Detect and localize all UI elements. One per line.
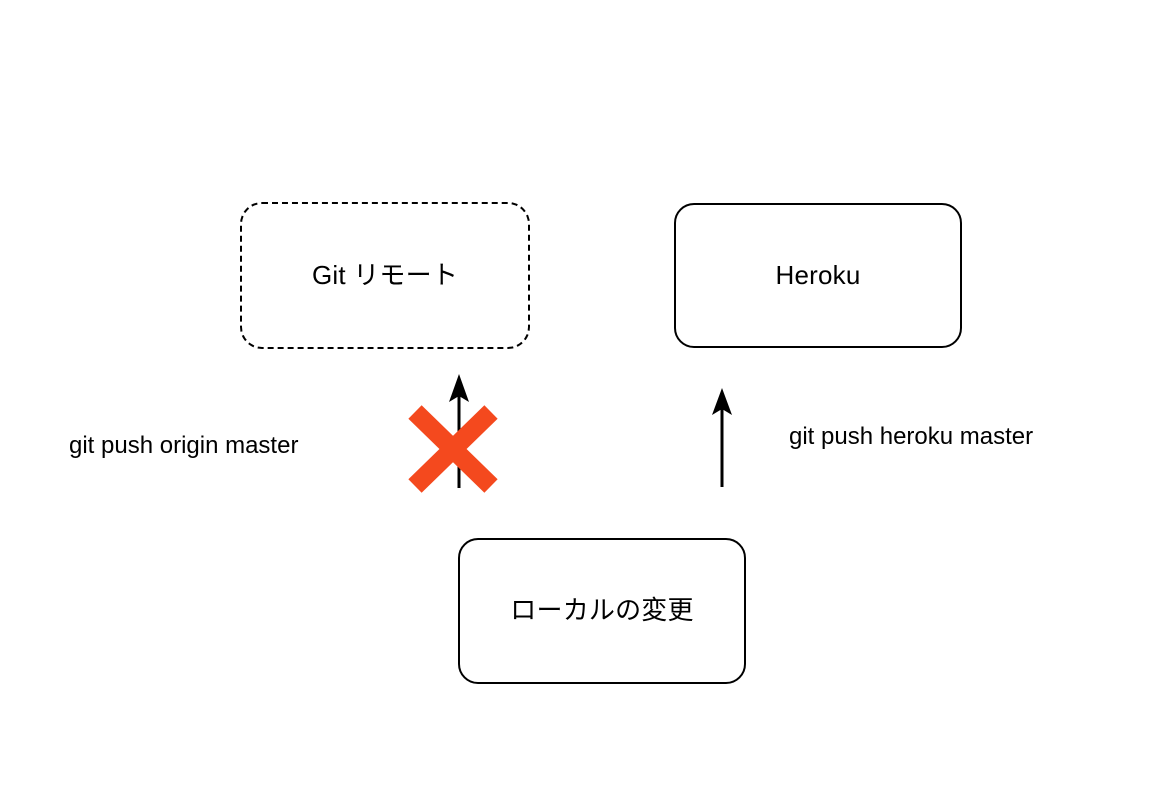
node-heroku-label: Heroku xyxy=(775,259,861,290)
edge-label-heroku: git push heroku master xyxy=(789,423,1034,450)
edge-label-origin: git push origin master xyxy=(69,432,299,459)
node-local-changes-label: ローカルの変更 xyxy=(510,595,694,626)
node-git-remote-label: Git リモート xyxy=(311,259,459,290)
node-local-changes[interactable]: ローカルの変更 xyxy=(458,538,746,684)
node-git-remote[interactable]: Git リモート xyxy=(240,202,530,349)
node-heroku[interactable]: Heroku xyxy=(674,203,962,348)
arrow-up-heroku-icon xyxy=(712,388,732,487)
blocked-x-icon xyxy=(408,405,498,493)
